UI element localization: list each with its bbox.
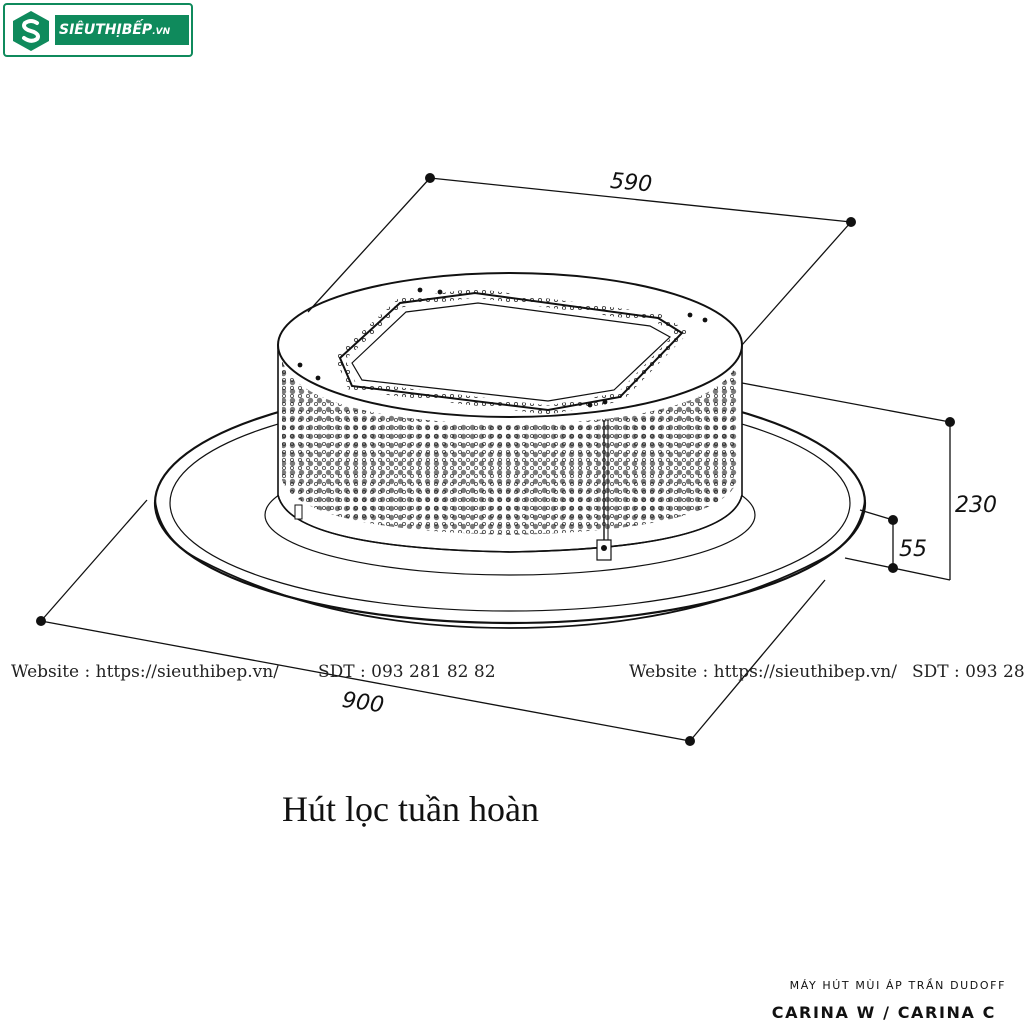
watermark-website: Website : https://sieuthibep.vn/ <box>629 662 897 682</box>
dimension-points <box>36 173 955 746</box>
s-logo-icon <box>13 11 49 51</box>
dimension-height-total-label: 230 <box>955 493 997 518</box>
dimension-height-base-label: 55 <box>899 537 927 562</box>
cylinder-top-face <box>277 272 743 418</box>
mode-caption: Hút lọc tuần hoàn <box>282 789 539 829</box>
watermark-phone: SDT : 093 281 82 82 <box>318 662 496 682</box>
watermark-website: Website : https://sieuthibep.vn/ <box>11 662 279 682</box>
product-model: CARINA W / CARINA C <box>771 1003 996 1022</box>
site-logo[interactable]: SIÊUTHỊBẾP.VN <box>3 3 193 57</box>
watermark-phone: SDT : 093 28 <box>912 662 1024 682</box>
dimension-width-label: 590 <box>609 169 653 198</box>
product-line: MÁY HÚT MÙI ÁP TRẦN DUDOFF <box>789 979 1006 992</box>
dimension-diameter-label: 900 <box>340 688 385 719</box>
logo-wordmark: SIÊUTHỊBẾP.VN <box>55 15 189 45</box>
